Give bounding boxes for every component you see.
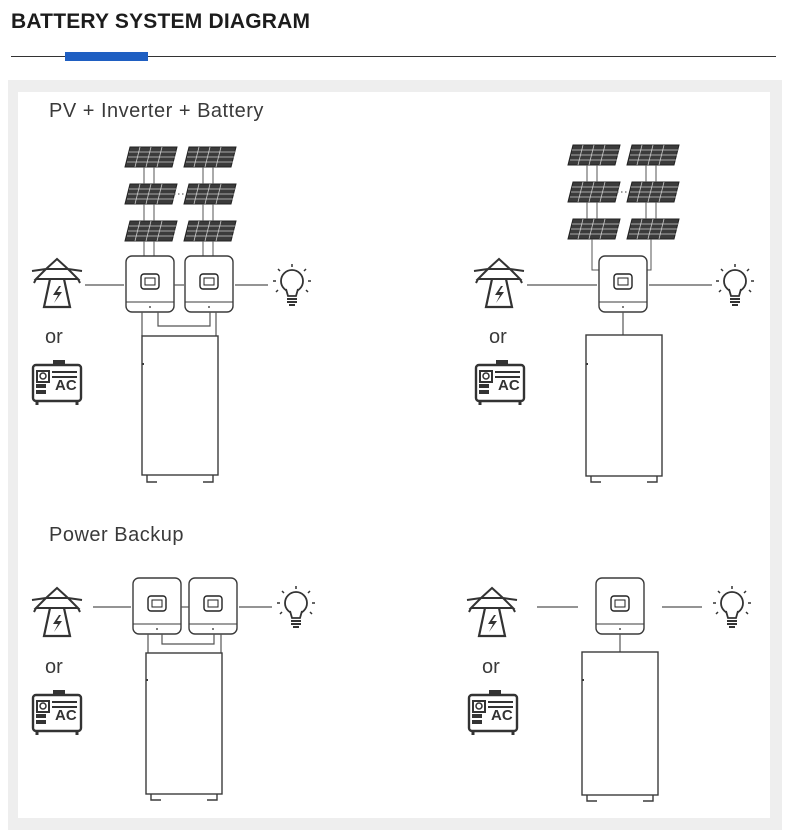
header-divider xyxy=(11,56,776,57)
header-accent-bar xyxy=(65,52,148,61)
battery-cabinet-icon xyxy=(585,334,663,483)
solar-panel-icon xyxy=(124,183,178,205)
diagram-pv-single-inverter: AC xyxy=(472,144,755,483)
section-title-backup: Power Backup xyxy=(49,524,184,546)
inverter-icon xyxy=(595,577,645,635)
solar-panel-array xyxy=(124,146,237,256)
grid-tower-icon xyxy=(472,257,526,309)
battery-cabinet-icon xyxy=(145,652,223,801)
generator-ac-label: AC xyxy=(55,377,77,394)
battery-cabinet-icon xyxy=(141,335,219,483)
solar-panel-icon xyxy=(183,146,237,168)
page-title: BATTERY SYSTEM DIAGRAM xyxy=(11,10,311,33)
solar-panel-icon xyxy=(626,181,680,203)
solar-panel-icon xyxy=(626,218,680,240)
inverter-icon xyxy=(132,577,182,635)
or-label: or xyxy=(489,326,507,348)
solar-panel-array xyxy=(567,144,680,271)
diagram-backup-dual-inverter: AC xyxy=(30,577,316,801)
solar-panel-icon xyxy=(567,181,621,203)
grid-tower-icon xyxy=(30,586,84,638)
inverter-icon xyxy=(188,577,238,635)
solar-panel-icon xyxy=(626,144,680,166)
light-bulb-icon xyxy=(715,263,755,306)
solar-panel-icon xyxy=(567,144,621,166)
solar-panel-icon xyxy=(183,220,237,242)
diagram-pv-dual-inverter: AC xyxy=(30,146,312,483)
or-label: or xyxy=(482,656,500,678)
generator-ac-label: AC xyxy=(55,707,77,724)
diagram-backup-single-inverter: AC xyxy=(465,577,752,802)
generator-ac-label: AC xyxy=(491,707,513,724)
inverter-icon xyxy=(184,255,234,313)
battery-cabinet-icon xyxy=(581,651,659,802)
inverter-icon xyxy=(598,255,648,313)
solar-panel-icon xyxy=(124,220,178,242)
solar-panel-icon xyxy=(567,218,621,240)
grid-tower-icon xyxy=(465,586,519,638)
light-bulb-icon xyxy=(712,585,752,628)
generator-ac-label: AC xyxy=(498,377,520,394)
light-bulb-icon xyxy=(276,585,316,628)
section-title-pv: PV + Inverter + Battery xyxy=(49,100,264,122)
solar-panel-icon xyxy=(183,183,237,205)
light-bulb-icon xyxy=(272,263,312,306)
inverter-icon xyxy=(125,255,175,313)
solar-panel-icon xyxy=(124,146,178,168)
or-label: or xyxy=(45,326,63,348)
or-label: or xyxy=(45,656,63,678)
grid-tower-icon xyxy=(30,257,84,309)
